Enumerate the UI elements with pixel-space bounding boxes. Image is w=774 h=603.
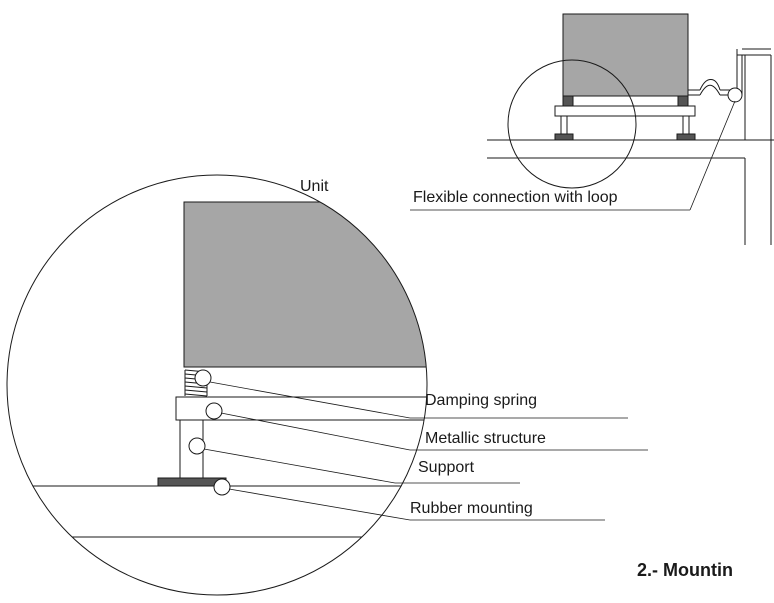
overview-detail-circle [507, 59, 637, 189]
unit-block [183, 201, 427, 368]
metallic-structure [175, 396, 427, 421]
label-unit: Unit [300, 178, 329, 195]
overview-springs [562, 95, 689, 107]
label-support: Support [418, 459, 475, 476]
label-rubber-mounting: Rubber mounting [410, 500, 533, 517]
overview-flexible-connection [688, 48, 771, 96]
damping-spring [184, 369, 212, 397]
section-heading: 2.- Mountin [637, 560, 733, 580]
label-damping-spring: Damping spring [425, 392, 537, 409]
overview-detail [410, 13, 774, 245]
detail-circle [6, 174, 428, 596]
label-flexible-connection: Flexible connection with loop [413, 189, 618, 206]
overview-unit [562, 13, 689, 97]
enlarged-detail [6, 174, 648, 596]
label-metallic-structure: Metallic structure [425, 430, 546, 447]
overview-frame [554, 105, 696, 117]
